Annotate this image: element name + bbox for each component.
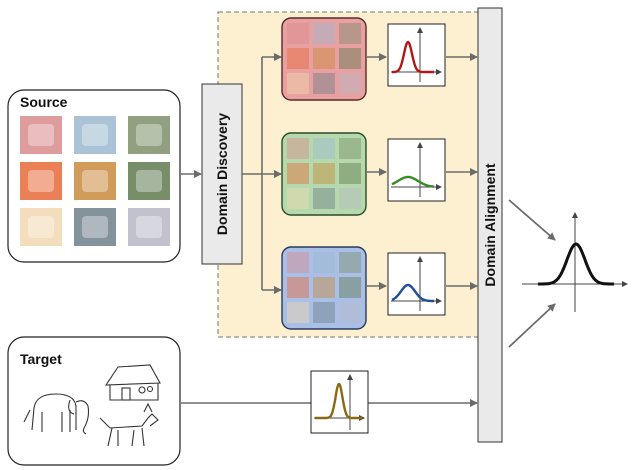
cluster-3-curve xyxy=(391,283,434,303)
cluster-2-thumbnail xyxy=(339,188,361,209)
source-thumbnail-cartoon-house xyxy=(20,162,62,200)
domain-discovery-block: Domain Discovery xyxy=(201,83,243,265)
elephant-sketch xyxy=(23,393,90,435)
source-thumbnail-dog-painting xyxy=(74,162,116,200)
cluster-1-thumbnail xyxy=(313,73,335,94)
source-thumbnail-cartoon-dog xyxy=(20,208,62,246)
cluster-1-thumbnail xyxy=(313,48,335,69)
cluster-1-thumbnail xyxy=(339,48,361,69)
cluster-3-thumbnail xyxy=(287,277,309,298)
cluster-3-thumbnail xyxy=(339,302,361,323)
source-box: Source xyxy=(7,89,181,263)
cluster-2-thumbnail xyxy=(313,163,335,184)
cluster-3-thumbnail xyxy=(287,302,309,323)
alignment-to-output-arrow-upper xyxy=(508,199,556,241)
cluster-3-thumbnail xyxy=(339,277,361,298)
source-thumbnail-house-photo xyxy=(128,116,170,154)
target-distribution-curve xyxy=(315,382,362,420)
source-thumbnail-flower-painting xyxy=(20,116,62,154)
source-thumbnail-cartoon-elephant xyxy=(128,208,170,246)
cluster-1-thumbnail xyxy=(339,73,361,94)
cluster-1-thumbnail xyxy=(287,23,309,44)
aligned-distribution-curve xyxy=(538,242,614,286)
house-sketch xyxy=(104,364,161,401)
cluster-2-thumbnail xyxy=(313,188,335,209)
target-label: Target xyxy=(20,351,62,367)
cluster-group xyxy=(281,17,478,330)
cluster-2-curve xyxy=(391,175,435,188)
cluster-2-thumbnail xyxy=(287,163,309,184)
source-thumbnail-dog-photo xyxy=(74,208,116,246)
cluster-1-distribution-plot xyxy=(387,23,446,87)
domain-alignment-block: Domain Alignment xyxy=(477,7,503,443)
cluster-2-thumbnail xyxy=(287,188,309,209)
target-distribution-plot xyxy=(310,370,369,434)
domain-alignment-label: Domain Alignment xyxy=(482,163,498,286)
source-label: Source xyxy=(20,94,68,110)
source-thumbnail-street-painting xyxy=(74,116,116,154)
cluster-2 xyxy=(281,132,478,216)
branch-connector xyxy=(242,53,282,294)
alignment-to-output-arrow-lower xyxy=(508,303,556,348)
cluster-1-thumbnail xyxy=(313,23,335,44)
target-box: Target xyxy=(7,336,181,466)
cluster-1-thumbnail xyxy=(287,48,309,69)
cluster-1 xyxy=(281,17,478,101)
dog-sketch xyxy=(99,402,159,447)
source-thumbnail-grid xyxy=(20,116,170,246)
cluster-2-distribution-plot xyxy=(387,138,446,202)
cluster-1-curve xyxy=(392,40,434,74)
cluster-2-thumbnail xyxy=(287,138,309,159)
cluster-2-thumbnail xyxy=(339,138,361,159)
cluster-3 xyxy=(281,246,478,330)
cluster-2-thumbnail xyxy=(313,138,335,159)
cluster-3-thumbnail xyxy=(287,252,309,273)
aligned-distribution-plot xyxy=(522,212,628,312)
cluster-3-distribution-plot xyxy=(387,252,446,316)
cluster-3-thumbnail xyxy=(313,252,335,273)
cluster-2-thumbnail xyxy=(339,163,361,184)
cluster-3-thumbnail xyxy=(313,302,335,323)
cluster-1-thumbnail xyxy=(287,73,309,94)
domain-discovery-label: Domain Discovery xyxy=(214,113,230,235)
cluster-1-thumbnail xyxy=(339,23,361,44)
cluster-3-thumbnail xyxy=(313,277,335,298)
source-thumbnail-elephant-photo xyxy=(128,162,170,200)
cluster-3-thumbnail xyxy=(339,252,361,273)
